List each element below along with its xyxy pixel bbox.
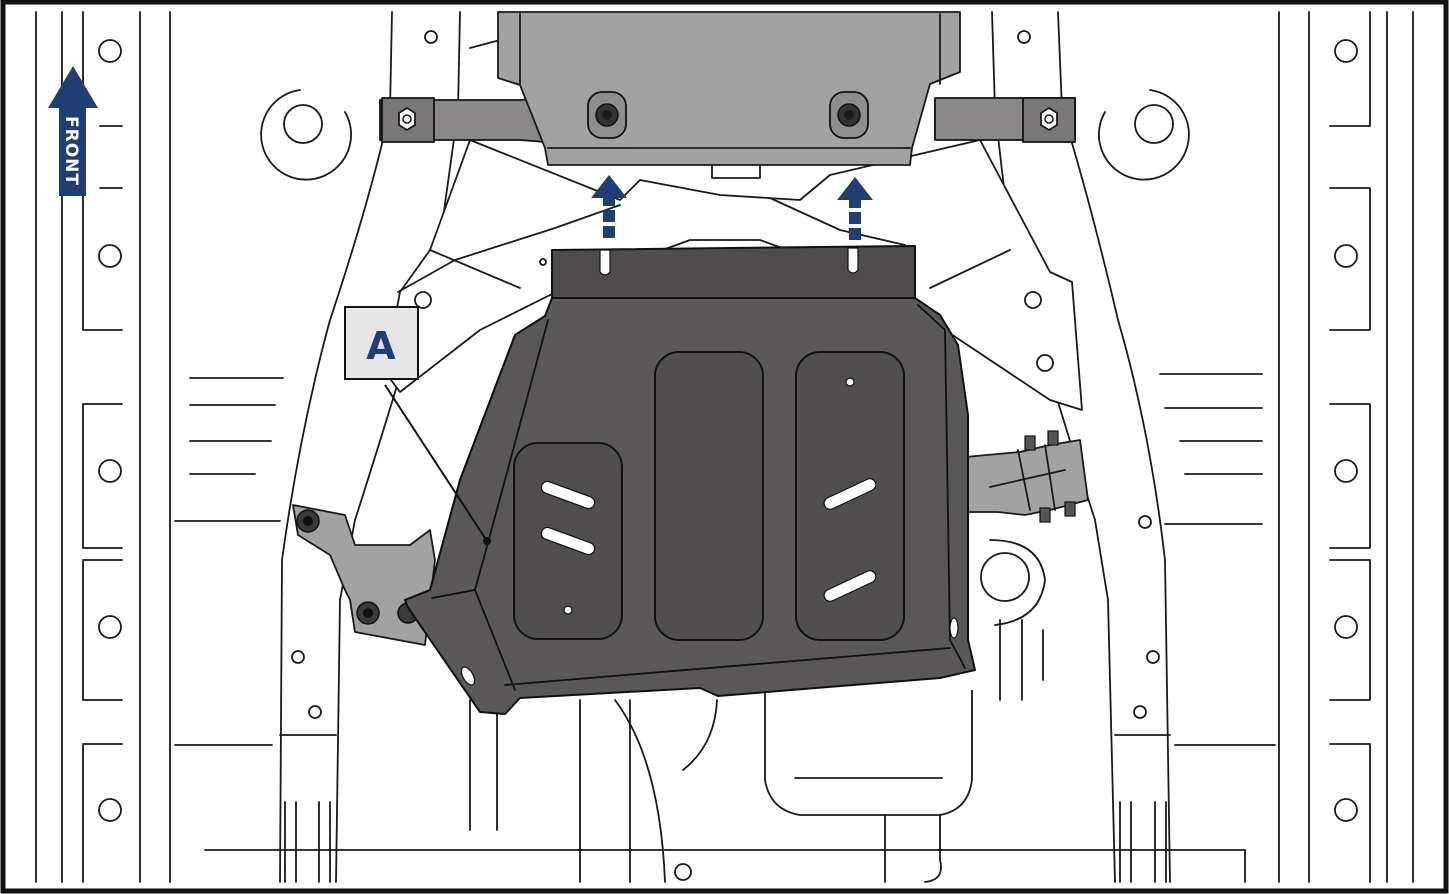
transfer-case <box>497 11 961 166</box>
callout-box <box>344 306 419 380</box>
callout-label: A <box>366 324 396 368</box>
vent-panel-middle <box>654 351 764 641</box>
right-hanger-bracket <box>964 430 1089 523</box>
callout-a: A <box>344 306 491 545</box>
floor-panel-lines <box>174 373 1276 883</box>
upward-install-arrow <box>837 177 873 240</box>
callout-leader-line <box>384 384 488 542</box>
mount-slot-left <box>599 249 611 276</box>
callout-point <box>483 537 491 545</box>
left-frame-rail <box>260 11 501 883</box>
front-label: FRONT <box>61 116 81 186</box>
skid-plate <box>404 245 976 715</box>
left-mount-bracket <box>292 504 436 646</box>
transmission-crossmember <box>379 97 1076 143</box>
right-rocker-rail <box>1278 11 1414 883</box>
fuel-tank-area <box>469 539 1046 883</box>
right-frame-rail <box>991 11 1190 883</box>
upward-install-arrow <box>591 175 627 238</box>
mount-slot-right <box>847 247 859 274</box>
left-rocker-rail <box>35 11 171 883</box>
front-direction-arrow: FRONT <box>48 66 98 196</box>
